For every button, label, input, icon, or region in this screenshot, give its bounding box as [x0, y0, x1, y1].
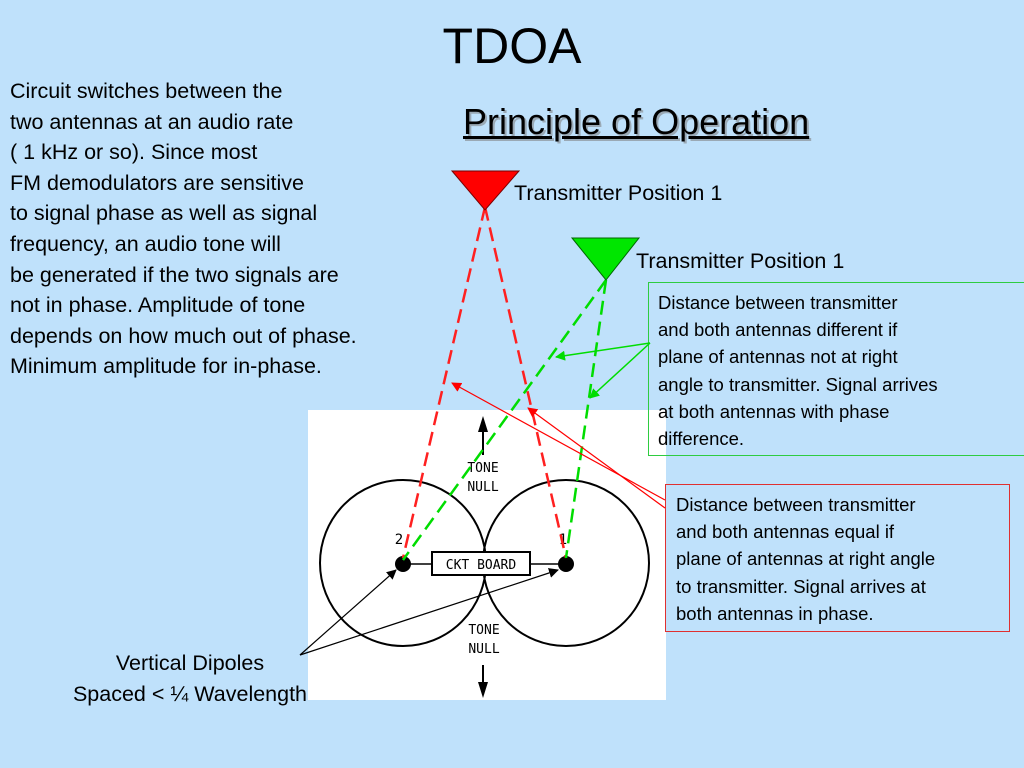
tone-null-down-arrowhead [478, 682, 488, 698]
ckt-board-box [431, 551, 531, 576]
red-signal-path-to-antenna-2 [401, 206, 487, 559]
tone-null-up-arrowhead [478, 416, 488, 432]
tone-null-bottom-line1: TONE [468, 623, 499, 638]
tone-null-top-line1: TONE [467, 461, 498, 476]
slide-subtitle: Principle of Operation [463, 101, 810, 142]
ckt-board-label: CKT BOARD [446, 558, 517, 573]
dipoles-label: Vertical Dipoles Spaced < ¼ Wavelength [72, 651, 308, 706]
antenna-2-number: 2 [395, 532, 403, 548]
red-callout-box: Distance between transmitter and both an… [665, 484, 1010, 632]
antenna-2-dipole [395, 556, 411, 572]
red-signal-path-to-antenna-1 [483, 206, 568, 559]
tone-null-top-line2: NULL [467, 480, 498, 495]
dipole-pointer-arrow-2 [299, 569, 397, 656]
transmitter-red-label: Transmitter Position 1 [514, 181, 723, 205]
green-signal-path-to-antenna-1 [564, 279, 608, 559]
slide-title: TDOA [442, 18, 582, 74]
antenna-1-dipole [558, 556, 574, 572]
green-callout-box: Distance between transmitter and both an… [648, 282, 1024, 456]
explanation-text: Circuit switches between the two antenna… [10, 79, 357, 379]
green-signal-path-to-antenna-2 [401, 279, 608, 561]
green-transmitter-icon [570, 237, 641, 281]
green-callout-arrow-1 [555, 342, 651, 361]
red-callout-arrow-1 [451, 382, 666, 501]
tone-null-bottom-line2: NULL [468, 642, 499, 657]
green-callout-arrow-2 [589, 342, 651, 399]
red-transmitter-icon [450, 170, 521, 211]
dipole-pointer-arrow-1 [299, 568, 559, 656]
red-callout-arrow-2 [527, 407, 666, 509]
transmitter-green-label: Transmitter Position 1 [636, 249, 845, 273]
